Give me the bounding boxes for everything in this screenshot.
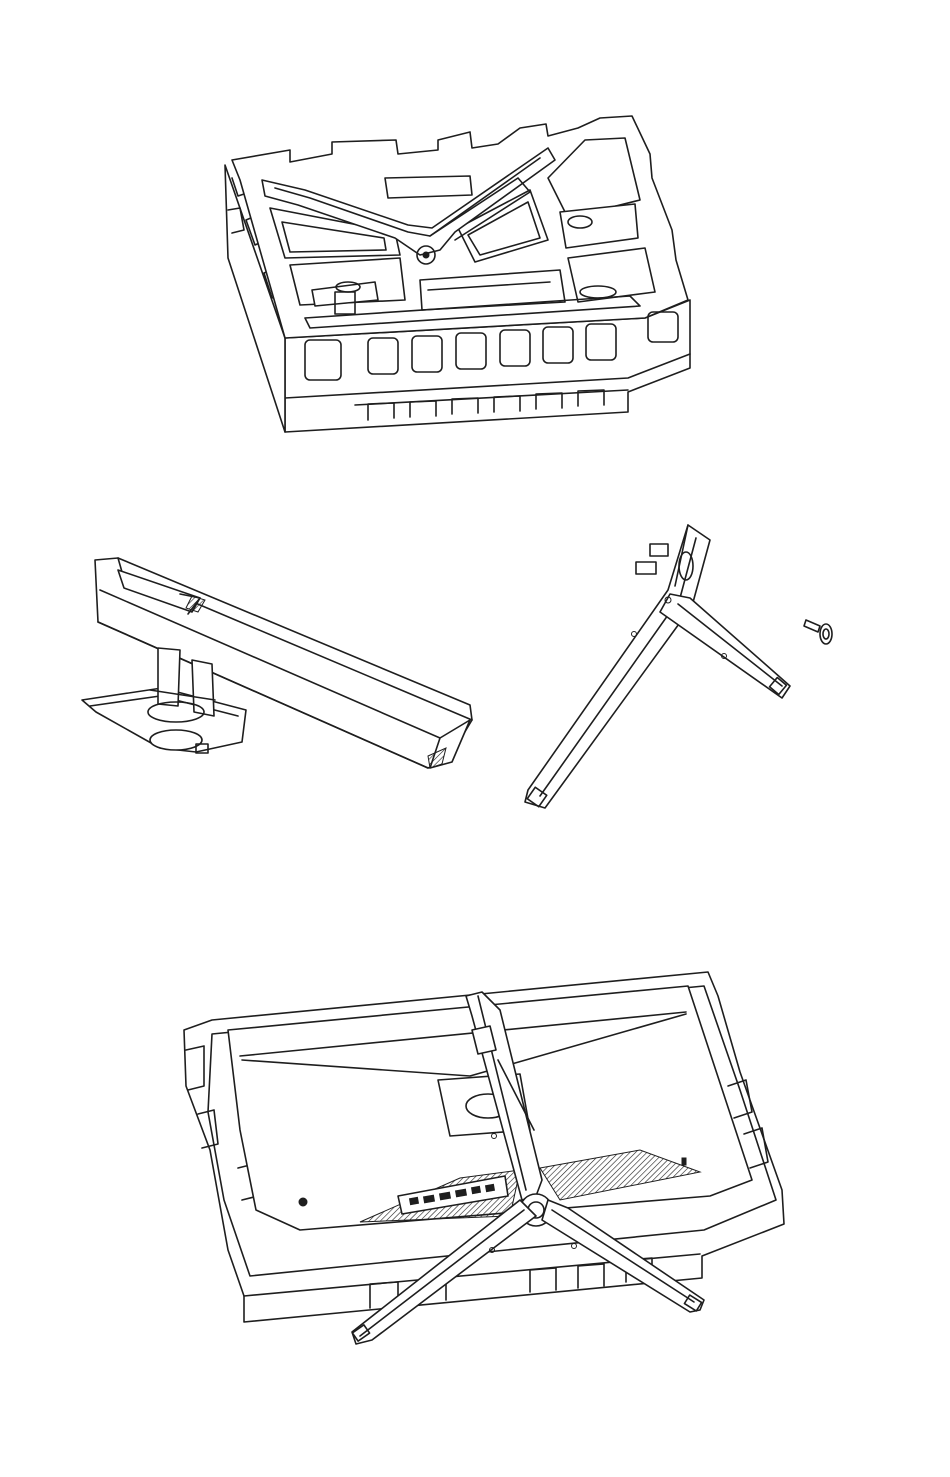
step-1-foam-packaging xyxy=(225,116,690,432)
step-3-monitor-in-foam xyxy=(184,972,784,1344)
step-2-monitor-neck xyxy=(82,558,472,768)
step-2-thumb-screw xyxy=(804,620,832,644)
step-2-tripod-base xyxy=(525,525,790,808)
